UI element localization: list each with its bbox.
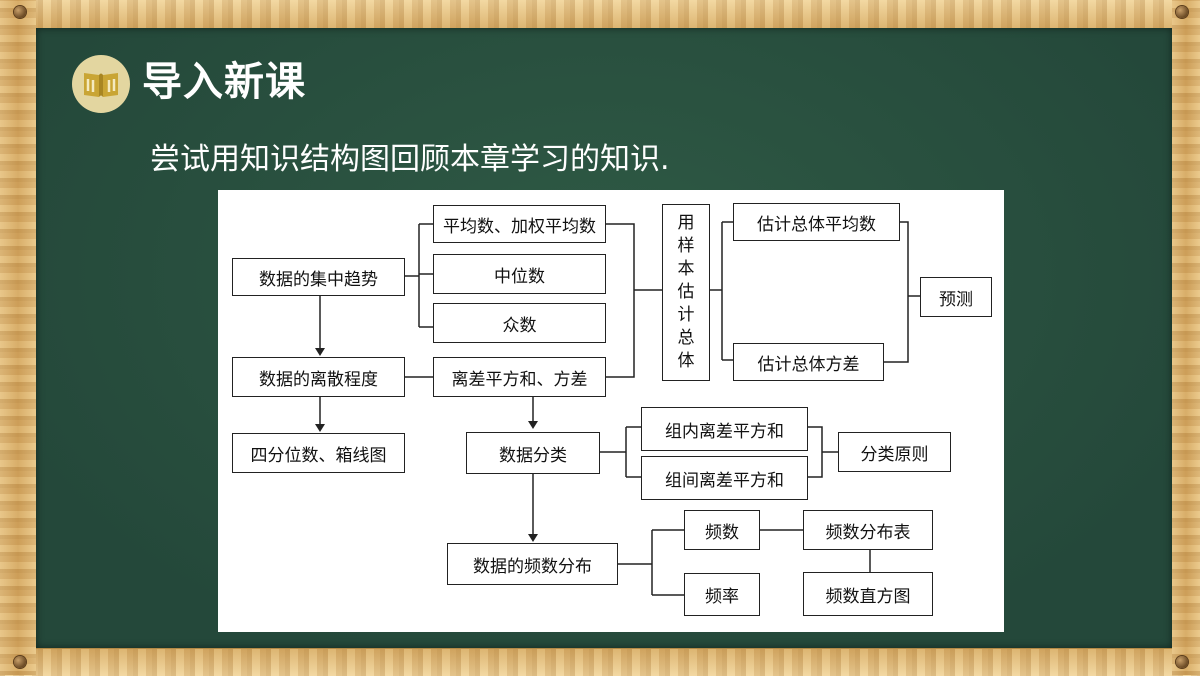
node-mode: 众数 [433,303,606,343]
node-classify-rule: 分类原则 [838,432,951,472]
node-data-classify: 数据分类 [466,432,600,474]
node-frequency-distribution: 数据的频数分布 [447,543,618,585]
frame-right [1172,0,1200,675]
node-estimate-variance: 估计总体方差 [733,343,884,381]
nail-icon [1176,656,1188,668]
sample-estimate-char: 估 [677,282,695,302]
page-title: 导入新课 [142,59,306,105]
sample-estimate-char: 样 [677,236,695,256]
nail-icon [14,656,26,668]
node-central-tendency: 数据的集中趋势 [232,258,405,296]
knowledge-structure-diagram: 数据的集中趋势 数据的离散程度 四分位数、箱线图 平均数、加权平均数 中位数 众… [218,190,1004,632]
sample-estimate-char: 计 [677,305,695,325]
node-frequency-table: 频数分布表 [803,510,933,550]
node-dispersion: 数据的离散程度 [232,357,405,397]
node-frequency-rate: 频率 [684,573,760,616]
frame-bottom [0,648,1200,676]
sample-estimate-char: 用 [677,213,695,233]
sample-estimate-char: 本 [677,259,695,279]
book-icon [72,55,130,113]
node-within-group-ss: 组内离差平方和 [641,407,808,451]
node-estimate-mean: 估计总体平均数 [733,203,900,241]
node-mean: 平均数、加权平均数 [433,205,606,243]
node-between-group-ss: 组间离差平方和 [641,456,808,500]
frame-left [0,0,36,675]
sample-estimate-char: 体 [677,351,695,371]
nail-icon [14,6,26,18]
frame-top [0,0,1200,29]
node-variance: 离差平方和、方差 [433,357,606,397]
node-frequency: 频数 [684,510,760,550]
node-predict: 预测 [920,277,992,317]
sample-estimate-char: 总 [677,328,695,348]
nail-icon [1176,6,1188,18]
node-median: 中位数 [433,254,606,294]
node-sample-estimate-population: 用样本估计总体 [662,204,710,381]
page-subtitle: 尝试用知识结构图回顾本章学习的知识. [150,142,670,177]
connector-lines [315,221,920,596]
node-quartile-boxplot: 四分位数、箱线图 [232,433,405,473]
node-frequency-histogram: 频数直方图 [803,572,933,616]
